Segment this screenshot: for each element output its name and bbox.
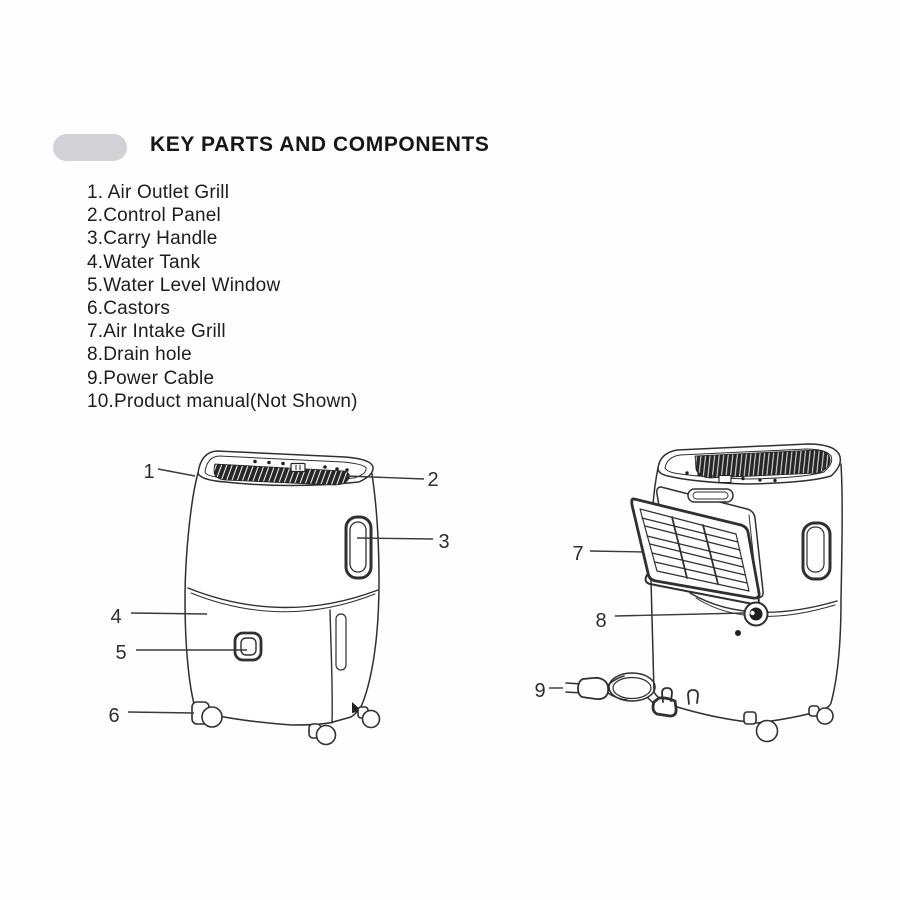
castor-mount — [743, 711, 757, 725]
cord-segment — [607, 692, 628, 701]
intake-grill-dividers — [671, 516, 719, 585]
water-level-window-inner — [240, 637, 257, 656]
list-item: 10.Product manual(Not Shown) — [87, 390, 358, 412]
screw-dot — [735, 630, 741, 636]
control-button — [709, 474, 713, 478]
list-item: 7.Air Intake Grill — [87, 321, 226, 343]
carry-handle — [344, 515, 373, 580]
list-item: 1. Air Outlet Grill — [87, 182, 230, 203]
tank-right-edge — [329, 609, 333, 724]
callout-4: 4 — [110, 606, 121, 628]
castor-wheel — [315, 724, 337, 746]
page-title: KEY PARTS AND COMPONENTS — [150, 133, 490, 156]
control-button — [685, 471, 689, 475]
castor-wheel — [201, 706, 223, 728]
cord-hook — [687, 689, 699, 705]
top-face-inner — [664, 448, 833, 480]
cord-hook — [661, 687, 673, 703]
intake-grill-lip — [644, 574, 760, 606]
control-button — [697, 472, 701, 477]
control-button — [741, 476, 745, 481]
callout-7: 7 — [572, 543, 583, 565]
list-item: 6.Castors — [87, 298, 171, 320]
cord-segment — [607, 675, 625, 686]
air-outlet-grill — [213, 463, 350, 486]
callout-6: 6 — [108, 705, 119, 727]
drain-hole-center — [749, 607, 763, 621]
control-button — [253, 459, 257, 464]
list-item: 5.Water Level Window — [87, 274, 281, 296]
carry-handle — [801, 521, 832, 581]
dehumidifier-front-view: 1 2 3 4 5 6 — [108, 450, 450, 746]
castor-wheel — [361, 709, 381, 729]
control-button — [281, 461, 285, 466]
control-panel-back — [685, 471, 777, 484]
power-cable — [565, 672, 699, 718]
castor-wheel — [816, 707, 834, 725]
back-handle-notch-inner — [692, 491, 729, 500]
drain-hole-highlight — [750, 610, 755, 616]
leader-line-1 — [157, 468, 196, 477]
list-item: 9.Power Cable — [87, 367, 215, 389]
water-level-window — [233, 631, 263, 662]
control-button — [335, 467, 339, 471]
control-button — [323, 465, 327, 469]
back-handle-notch — [687, 488, 734, 503]
cord-loop — [608, 672, 656, 702]
castors — [743, 705, 834, 743]
parts-list: 1. Air Outlet Grill 2.Control Panel 3.Ca… — [87, 181, 358, 413]
control-button — [758, 478, 762, 482]
callout-9: 9 — [534, 680, 545, 702]
control-panel — [253, 459, 349, 473]
callout-2: 2 — [427, 469, 438, 491]
leader-line-6 — [127, 711, 195, 714]
leader-line-8 — [614, 612, 745, 617]
list-item: 4.Water Tank — [87, 251, 201, 273]
list-item: 3.Carry Handle — [87, 228, 218, 250]
control-display — [290, 462, 306, 473]
tank-seam-inner — [190, 592, 376, 613]
castors — [191, 701, 381, 746]
cord-holder — [651, 696, 678, 718]
callout-8: 8 — [595, 610, 606, 632]
callout-1: 1 — [143, 461, 154, 483]
cord-loop-inner — [612, 676, 652, 700]
tank-side-groove — [335, 613, 347, 671]
callout-5: 5 — [115, 642, 126, 664]
leader-line-4 — [130, 612, 208, 615]
leader-line-7 — [589, 550, 645, 553]
power-plug — [577, 676, 610, 700]
list-item: 8.Drain hole — [87, 344, 192, 366]
list-item: 2.Control Panel — [87, 205, 221, 227]
control-display — [718, 474, 732, 484]
carry-handle-inner — [806, 526, 825, 573]
intake-grill-louvers — [641, 517, 748, 584]
control-button — [345, 468, 349, 472]
section-pill — [53, 134, 127, 161]
leader-line-2 — [345, 475, 425, 480]
tank-seam — [187, 587, 379, 609]
leader-line-3 — [356, 537, 434, 540]
callout-3: 3 — [438, 531, 449, 553]
control-button — [267, 460, 271, 465]
dehumidifier-back-view: 7 8 9 — [534, 443, 843, 743]
castor-wheel — [755, 719, 779, 743]
control-button — [773, 478, 777, 483]
carry-handle-inner — [349, 521, 367, 573]
